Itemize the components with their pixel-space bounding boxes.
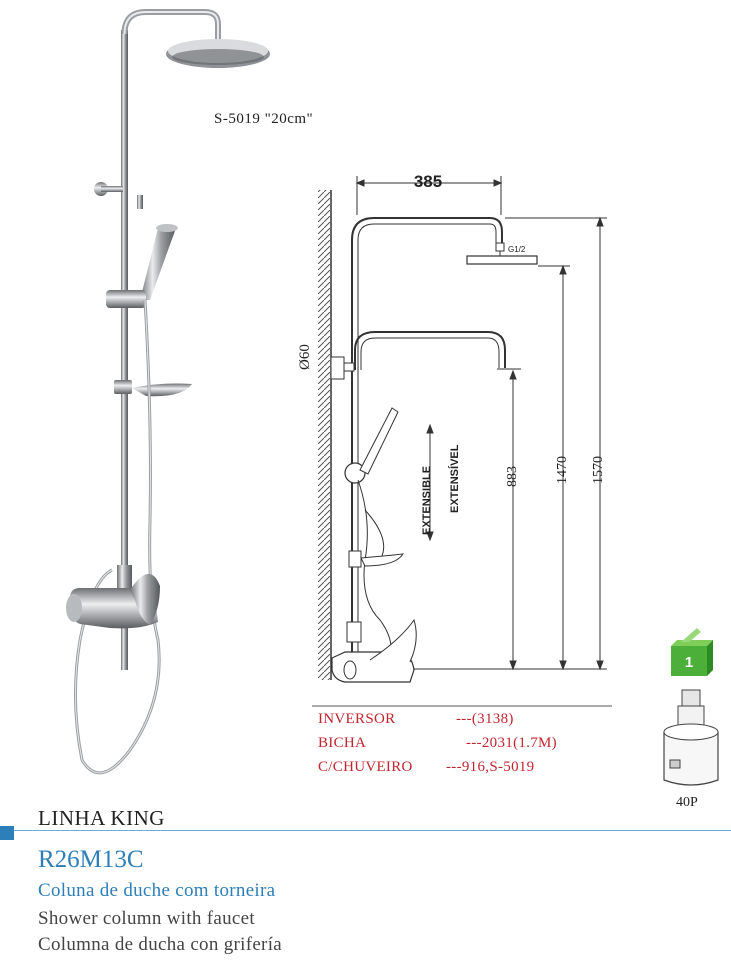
box-icon: 1 xyxy=(671,628,713,676)
spec-name-bicha: BICHA xyxy=(318,735,367,751)
extensible-label-pt: EXTENSÍVEL xyxy=(448,444,461,513)
box-number: 1 xyxy=(685,654,693,671)
head-model-code: S-5019 "20cm" xyxy=(214,111,314,127)
description-pt: Coluna de duche com torneira xyxy=(38,880,276,901)
dim-height-1470: 1470 xyxy=(555,456,570,484)
description-es: Columna de ducha con grifería xyxy=(38,934,283,955)
spec-name-inversor: INVERSOR xyxy=(318,711,396,727)
cartridge-icon xyxy=(663,689,719,786)
section-marker xyxy=(0,826,14,840)
section-divider xyxy=(0,830,731,831)
technical-drawing xyxy=(312,176,612,707)
dim-height-883: 883 xyxy=(505,466,520,487)
product-illustration: 385 G1/2 Ø60 EXTENSIBLE EXTENSÍVEL 883 1… xyxy=(66,9,612,775)
thread-label: G1/2 xyxy=(508,245,526,254)
product-code: R26M13C xyxy=(38,846,144,873)
extensible-label-es: EXTENSIBLE xyxy=(421,466,433,535)
series-name: LINHA KING xyxy=(38,806,165,830)
spec-value-bicha: ---2031(1.7M) xyxy=(466,735,557,751)
dim-width-label: 385 xyxy=(414,172,442,191)
spec-value-inversor: ---(3138) xyxy=(456,711,514,727)
dim-height-1570: 1570 xyxy=(591,456,606,484)
description-en: Shower column with faucet xyxy=(38,908,255,929)
spec-name-chuveiro: C/CHUVEIRO xyxy=(318,759,413,775)
shower-photo xyxy=(66,9,270,775)
spec-value-chuveiro: ---916,S-5019 xyxy=(446,759,535,775)
dim-diameter-label: Ø60 xyxy=(297,344,313,370)
cartridge-label: 40P xyxy=(676,795,698,810)
